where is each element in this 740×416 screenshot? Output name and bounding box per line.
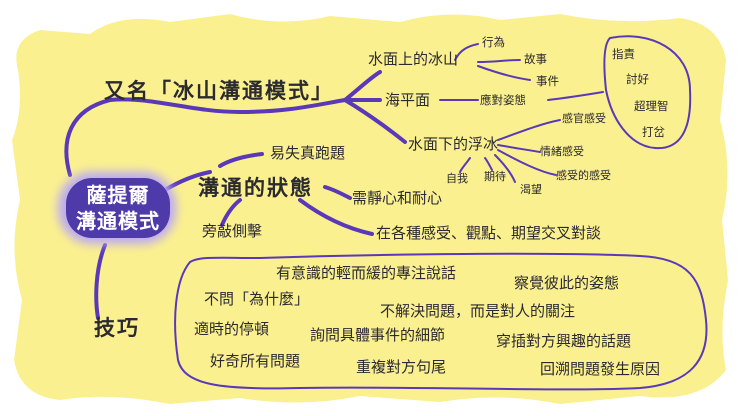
below-water-self: 自我 — [446, 172, 468, 185]
branch-lines — [64, 70, 407, 320]
line-below-expect — [484, 157, 493, 171]
line-state-distort — [218, 152, 264, 168]
below-water-feeling-of-feeling: 感受的感受 — [556, 169, 611, 182]
skills-bracket — [174, 252, 708, 391]
line-center-alias — [64, 97, 347, 177]
skill-ask-details: 詢問具體事件的細節 — [310, 326, 446, 344]
posture-super-reasonable: 超理智 — [634, 99, 669, 113]
below-water-emotion: 情緒感受 — [540, 145, 584, 158]
line-above-behavior — [454, 43, 479, 61]
skill-curious: 好奇所有問題 — [210, 352, 301, 370]
above-water-behavior: 行為 — [482, 35, 505, 49]
posture-irrelevant: 打岔 — [642, 125, 665, 139]
skill-interests: 穿插對方興趣的話題 — [496, 332, 632, 350]
yellow-background-blob — [12, 14, 728, 404]
line-below-self — [459, 157, 471, 173]
skill-focus-on-person: 不解決問題，而是對人的關注 — [380, 302, 576, 320]
center-node — [58, 172, 176, 244]
skill-repeat-ending: 重複對方句尾 — [356, 358, 447, 376]
state-cross-dialogue: 在各種感受、觀點、期望交叉對談 — [376, 224, 602, 242]
above-water-label: 水面上的冰山 — [368, 50, 459, 68]
state-patience: 需靜心和耐心 — [352, 189, 443, 207]
skill-no-why: 不問「為什麼」 — [204, 290, 310, 308]
center-title-line2: 溝通模式 — [76, 209, 160, 233]
center-box — [66, 178, 170, 238]
above-water-event: 事件 — [536, 74, 559, 88]
line-below-emotion — [497, 144, 541, 153]
line-below-sense — [497, 119, 561, 141]
state-distort: 易失真跑題 — [270, 144, 346, 162]
line-state-sideways — [220, 198, 242, 227]
center-title: 薩提爾 溝通模式 — [66, 182, 170, 234]
line-alias-below — [343, 98, 407, 144]
line-below-feeling — [497, 149, 557, 176]
state-sideways: 旁敲側擊 — [202, 222, 263, 240]
state-label: 溝通的狀態 — [198, 176, 313, 200]
skill-mindful-speech: 有意識的輕而緩的專注說話 — [276, 264, 457, 282]
center-title-line1: 薩提爾 — [86, 183, 150, 207]
below-water-label: 水面下的浮冰 — [408, 135, 499, 153]
line-posture-bracket — [547, 91, 604, 101]
skill-trace-cause: 回溯問題發生原因 — [540, 360, 661, 378]
above-water-story: 故事 — [524, 52, 547, 66]
line-above-event — [477, 65, 531, 81]
below-water-longing: 渴望 — [520, 183, 542, 196]
line-above-story — [477, 59, 521, 63]
line-center-skills — [94, 243, 107, 320]
line-state-cross — [298, 198, 374, 236]
sea-level-label: 海平面 — [385, 91, 431, 109]
sea-level-posture: 應對姿態 — [480, 93, 526, 107]
below-water-expectation: 期待 — [484, 170, 506, 183]
skills-label: 技巧 — [94, 316, 140, 340]
alias-label: 又名「冰山溝通模式」 — [104, 79, 334, 103]
posture-bracket — [603, 35, 692, 150]
thin-lines — [174, 35, 708, 391]
line-alias-above — [343, 70, 382, 102]
posture-blame: 指責 — [612, 47, 635, 61]
line-state-patience — [323, 185, 352, 200]
skill-notice-postures: 察覺彼此的姿態 — [514, 274, 620, 292]
line-below-longing — [494, 154, 516, 183]
skill-timely-pause: 適時的停頓 — [194, 320, 270, 338]
posture-placate: 討好 — [626, 72, 649, 86]
below-water-sense: 感官感受 — [562, 112, 606, 125]
